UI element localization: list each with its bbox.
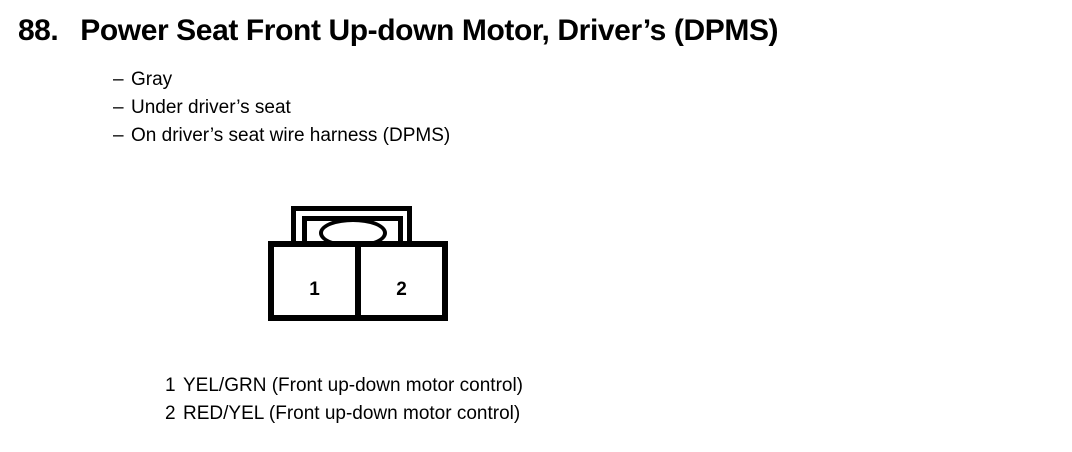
pin-row: 1 YEL/GRN (Front up-down motor control): [165, 372, 523, 400]
connector-attribute-list: – Gray – Under driver’s seat – On driver…: [113, 66, 713, 150]
connector-body: 1 2: [268, 241, 448, 321]
connector-latch-outer-icon: [291, 206, 412, 246]
heading-item-number: 88.: [18, 14, 59, 47]
cavity-number-label: 1: [309, 278, 320, 300]
cavity-number-label: 2: [396, 278, 407, 300]
attribute-label: Under driver’s seat: [131, 97, 291, 118]
attribute-item-harness: – On driver’s seat wire harness (DPMS): [113, 122, 713, 150]
connector-diagram: 1 2: [263, 200, 453, 330]
pin-description: RED/YEL (Front up-down motor control): [183, 403, 521, 424]
attribute-label: Gray: [131, 69, 173, 90]
connector-cavity-1: 1: [274, 247, 355, 315]
pin-number: 1: [165, 375, 176, 396]
pin-row: 2 RED/YEL (Front up-down motor control): [165, 400, 523, 428]
page-title: Power Seat Front Up-down Motor, Driver’s…: [80, 14, 779, 47]
dash-bullet-icon: –: [113, 69, 124, 90]
dash-bullet-icon: –: [113, 125, 124, 146]
attribute-item-color: – Gray: [113, 66, 713, 94]
attribute-item-location: – Under driver’s seat: [113, 94, 713, 122]
pin-description: YEL/GRN (Front up-down motor control): [183, 375, 524, 396]
pin-assignment-list: 1 YEL/GRN (Front up-down motor control) …: [165, 372, 523, 428]
attribute-label: On driver’s seat wire harness (DPMS): [131, 125, 451, 146]
pin-number: 2: [165, 403, 176, 424]
dash-bullet-icon: –: [113, 97, 124, 118]
connector-cavity-2: 2: [355, 247, 442, 315]
page-heading: 88. Power Seat Front Up-down Motor, Driv…: [18, 14, 779, 48]
